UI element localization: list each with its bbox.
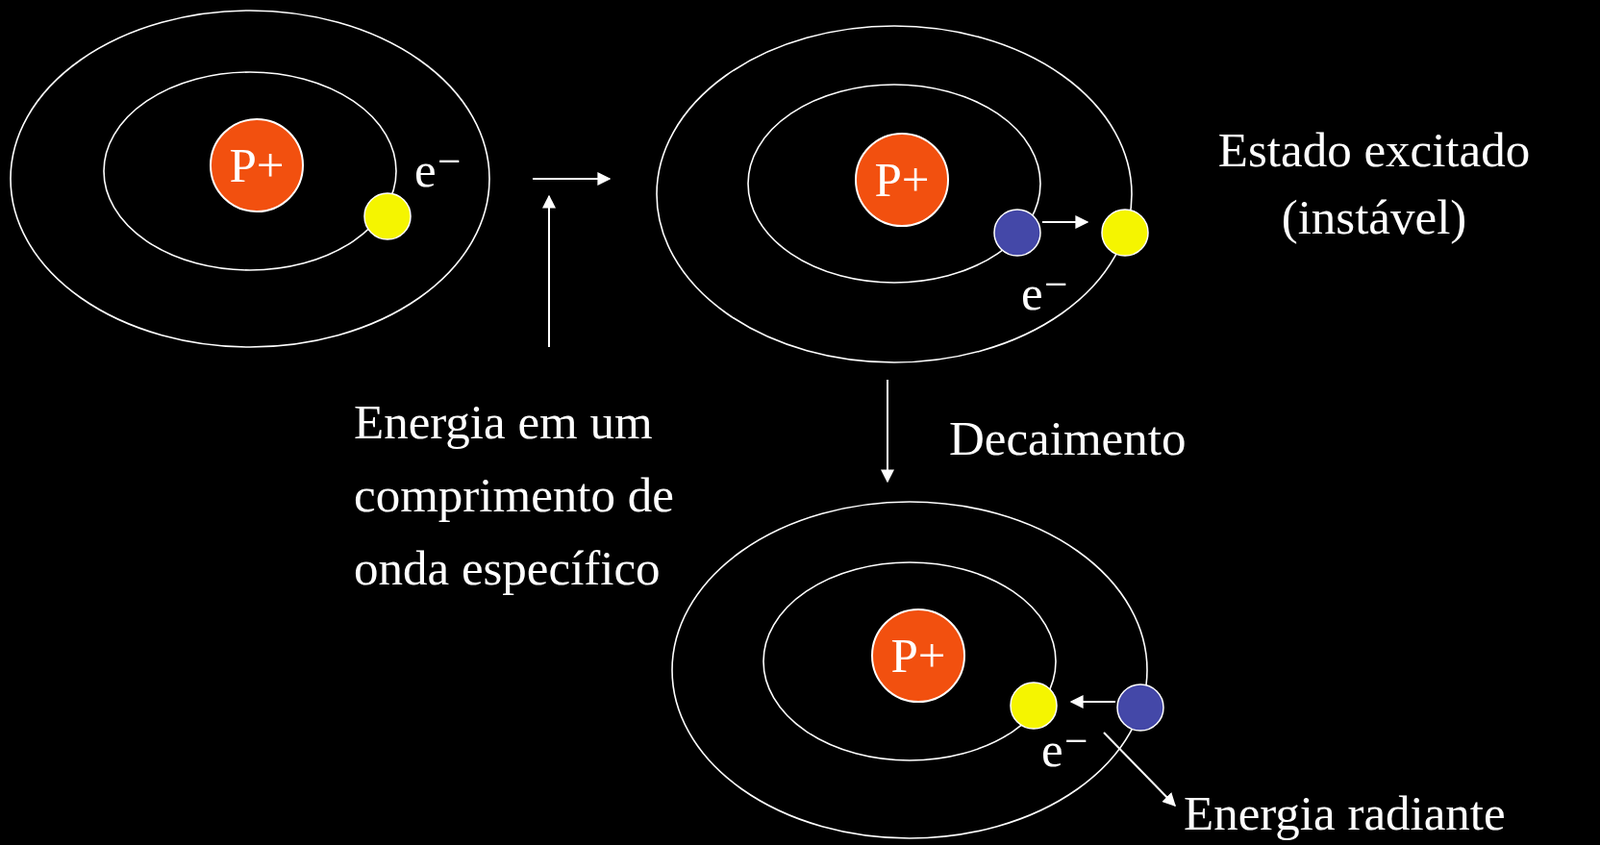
electron (364, 193, 411, 240)
electron-former (1117, 684, 1164, 731)
proton-circle: P+ (871, 608, 966, 703)
radiant-energy-label: Energia radiante (1183, 779, 1506, 845)
proton-circle: P+ (209, 118, 304, 213)
decay-arrow (886, 379, 889, 482)
electron-former (994, 209, 1041, 256)
inner-orbit (763, 562, 1056, 761)
inner-orbit (748, 84, 1041, 283)
outer-orbit (656, 25, 1132, 363)
jump-arrow (1042, 221, 1088, 224)
electron (1101, 209, 1149, 256)
energy-label: Energia em um comprimento de onda especí… (353, 385, 693, 605)
outer-orbit (672, 501, 1148, 839)
radiation-leader (1103, 732, 1175, 806)
proton-label: P+ (228, 141, 284, 191)
electron-label: e⁻ (414, 136, 463, 204)
proton-circle: P+ (854, 132, 950, 227)
jump-arrow (1071, 700, 1116, 703)
outer-orbit (10, 10, 490, 348)
proton-label: P+ (890, 631, 946, 681)
decay-label: Decaimento (949, 404, 1186, 473)
proton-label: P+ (874, 155, 929, 205)
electron-label: e⁻ (1041, 716, 1090, 784)
electron-label: e⁻ (1021, 259, 1070, 327)
energy-arrow (548, 196, 550, 348)
process-arrow (532, 177, 610, 180)
state-label: Estado excitado (instável) (1172, 116, 1576, 251)
electron (1010, 682, 1057, 729)
inner-orbit (103, 72, 397, 271)
